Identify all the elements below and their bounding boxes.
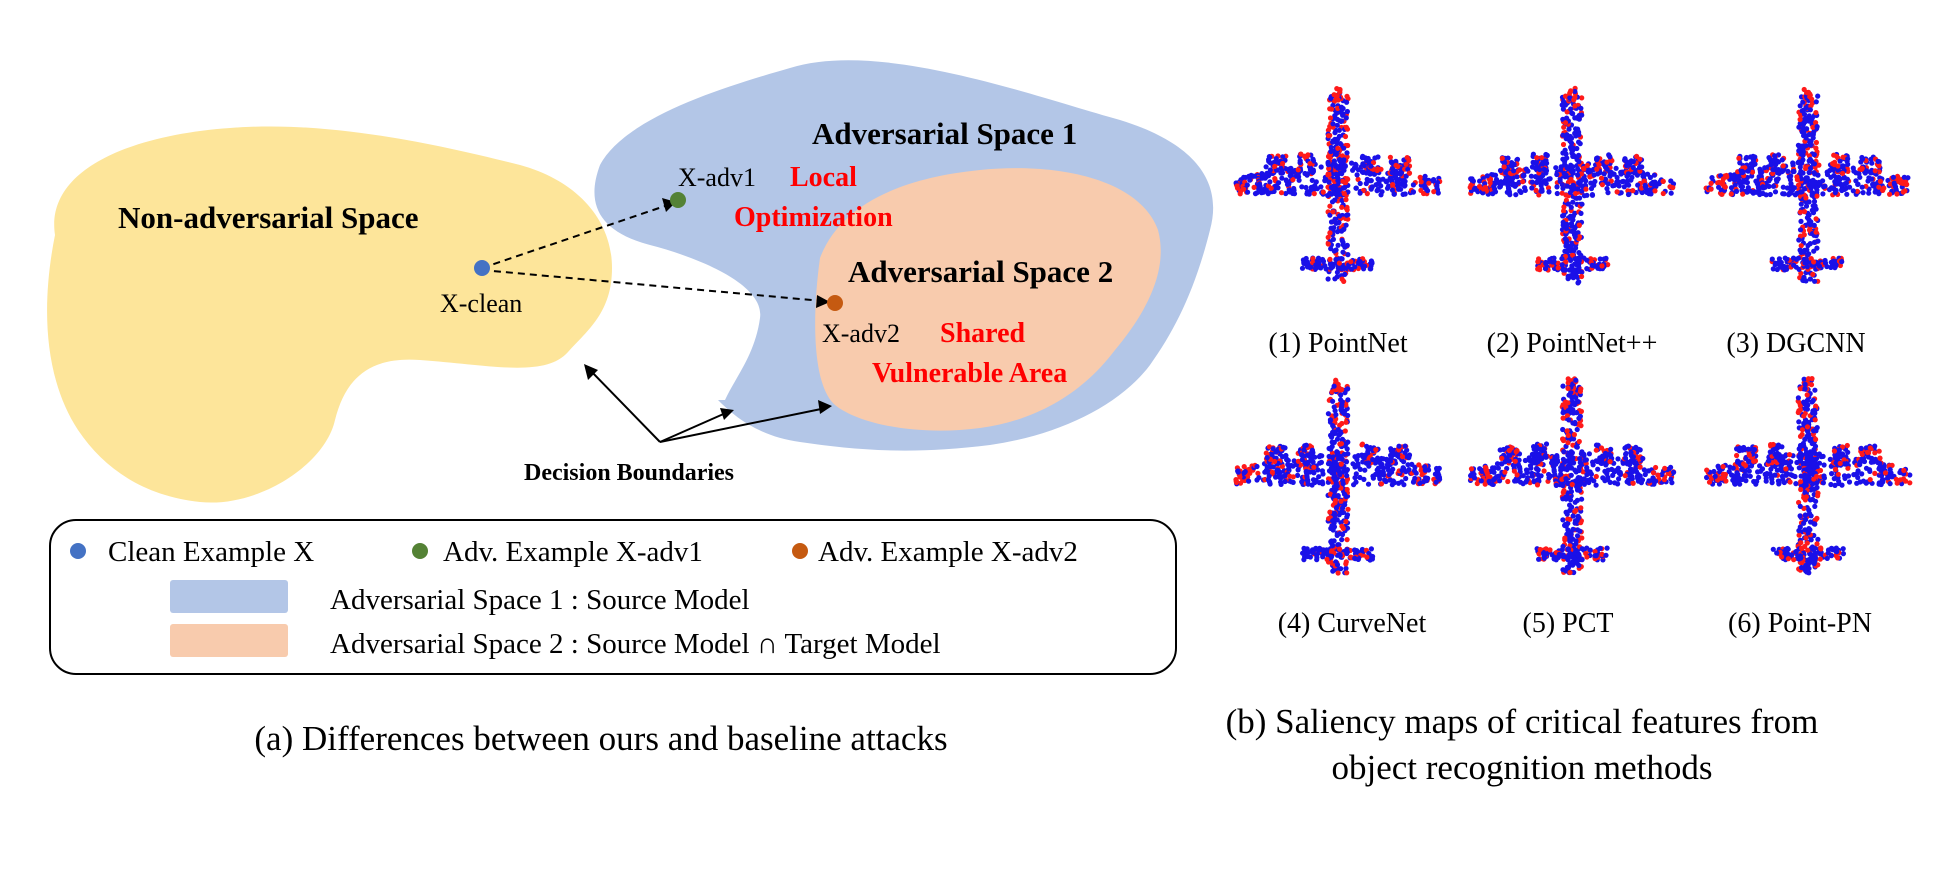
- panel-b-caption-line-1: (b) Saliency maps of critical features f…: [1226, 702, 1819, 741]
- panel-a-caption: (a) Differences between ours and baselin…: [254, 719, 947, 758]
- saliency-map-curvenet: [1233, 377, 1443, 576]
- arrow-to-adv1: [481, 204, 669, 269]
- label-pointnet-plus-plus: (2) PointNet++: [1487, 328, 1658, 359]
- saliency-map-dgcnn: [1703, 86, 1911, 284]
- legend-space2-swatch: [170, 624, 288, 657]
- x-adv2-label: X-adv2: [822, 319, 900, 348]
- arrow-to-adv2: [481, 269, 823, 302]
- x-clean-label: X-clean: [440, 289, 522, 318]
- local-optimization-label-1: Local: [790, 162, 857, 193]
- shared-area-label-1: Shared: [940, 318, 1025, 349]
- legend-adv2-dot: [792, 543, 808, 559]
- label-pointnet: (1) PointNet: [1268, 328, 1407, 359]
- saliency-map-pct: [1467, 376, 1677, 576]
- label-curvenet: (4) CurveNet: [1278, 608, 1427, 639]
- x-adv1-point: [670, 192, 686, 208]
- legend-frame: [49, 519, 1177, 675]
- label-pct: (5) PCT: [1523, 608, 1614, 639]
- label-point-pn: (6) Point-PN: [1728, 608, 1872, 639]
- decision-boundary-arrows: [587, 367, 827, 443]
- legend-clean-dot: [70, 543, 86, 559]
- label-dgcnn: (3) DGCNN: [1726, 328, 1865, 359]
- saliency-map-pointnet: [1233, 86, 1443, 284]
- adversarial-space-1-label: Adversarial Space 1: [812, 116, 1077, 151]
- legend-space2-label: Adversarial Space 2 : Source Model ∩ Tar…: [330, 628, 941, 660]
- non-adversarial-space-region: [47, 126, 612, 503]
- legend-space1-swatch: [170, 580, 288, 613]
- arrow-to-adv2-head: [816, 295, 830, 308]
- decision-boundaries-label: Decision Boundaries: [524, 460, 734, 486]
- boundary-arrow-head-1: [584, 364, 598, 380]
- saliency-map-point-pn: [1704, 376, 1913, 576]
- panel-b-caption-line-2: object recognition methods: [1331, 748, 1712, 787]
- boundary-arrow-head-3: [818, 400, 832, 414]
- local-optimization-label-2: Optimization: [734, 202, 893, 233]
- x-adv1-label: X-adv1: [678, 163, 756, 192]
- non-adversarial-space-label: Non-adversarial Space: [118, 200, 419, 235]
- legend-adv2-label: Adv. Example X-adv2: [818, 536, 1078, 568]
- perturbation-arrows: [481, 204, 823, 302]
- x-adv2-point: [827, 295, 843, 311]
- legend-clean-label: Clean Example X: [108, 536, 314, 568]
- boundary-arrow-head-2: [720, 408, 734, 420]
- panel-a: Non-adversarial Space Adversarial Space …: [47, 60, 1214, 758]
- shared-area-label-2: Vulnerable Area: [872, 358, 1067, 389]
- legend-adv1-dot: [412, 543, 428, 559]
- saliency-map-grid: [1233, 85, 1913, 576]
- legend: Clean Example X Adv. Example X-adv1 Adv.…: [49, 519, 1177, 675]
- adversarial-space-2-label: Adversarial Space 2: [848, 254, 1113, 289]
- saliency-map-pointnet-plus-plus: [1467, 85, 1677, 286]
- x-clean-point: [474, 260, 490, 276]
- legend-adv1-label: Adv. Example X-adv1: [443, 536, 703, 568]
- legend-space1-label: Adversarial Space 1 : Source Model: [330, 584, 750, 616]
- panel-b: (1) PointNet (2) PointNet++ (3) DGCNN (4…: [1226, 85, 1913, 787]
- adversarial-space-2-region: [815, 168, 1161, 431]
